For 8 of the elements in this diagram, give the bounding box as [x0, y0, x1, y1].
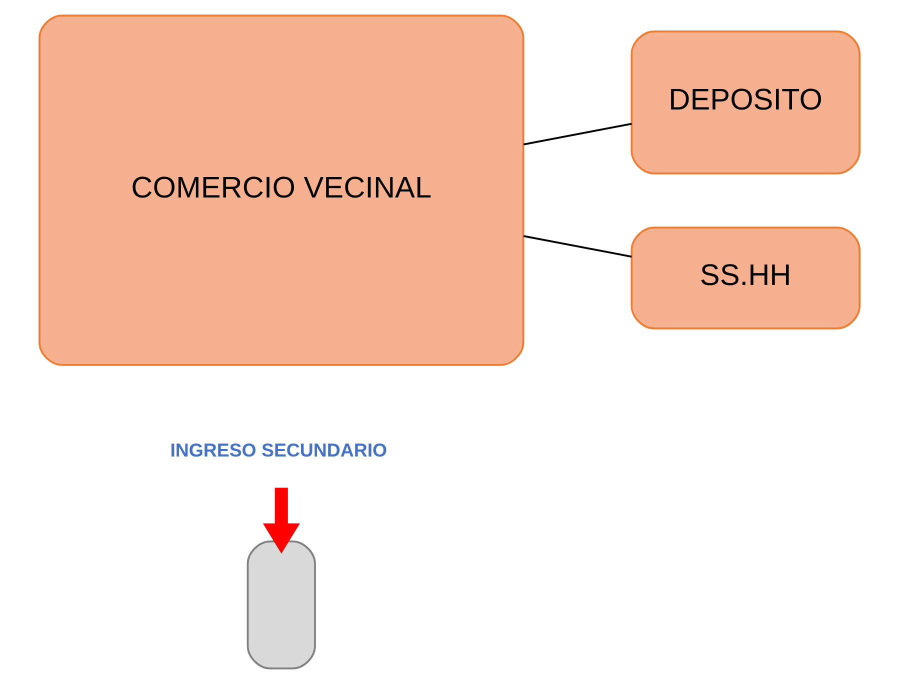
connector	[522, 122, 632, 146]
node-box: DEPOSITO	[630, 30, 860, 174]
arrow	[262, 488, 300, 554]
connector	[522, 235, 632, 258]
node-box: SS.HH	[630, 226, 860, 330]
node-box	[246, 540, 316, 670]
node-box: COMERCIO VECINAL	[38, 14, 524, 366]
node-text: INGRESO SECUNDARIO	[170, 439, 387, 460]
